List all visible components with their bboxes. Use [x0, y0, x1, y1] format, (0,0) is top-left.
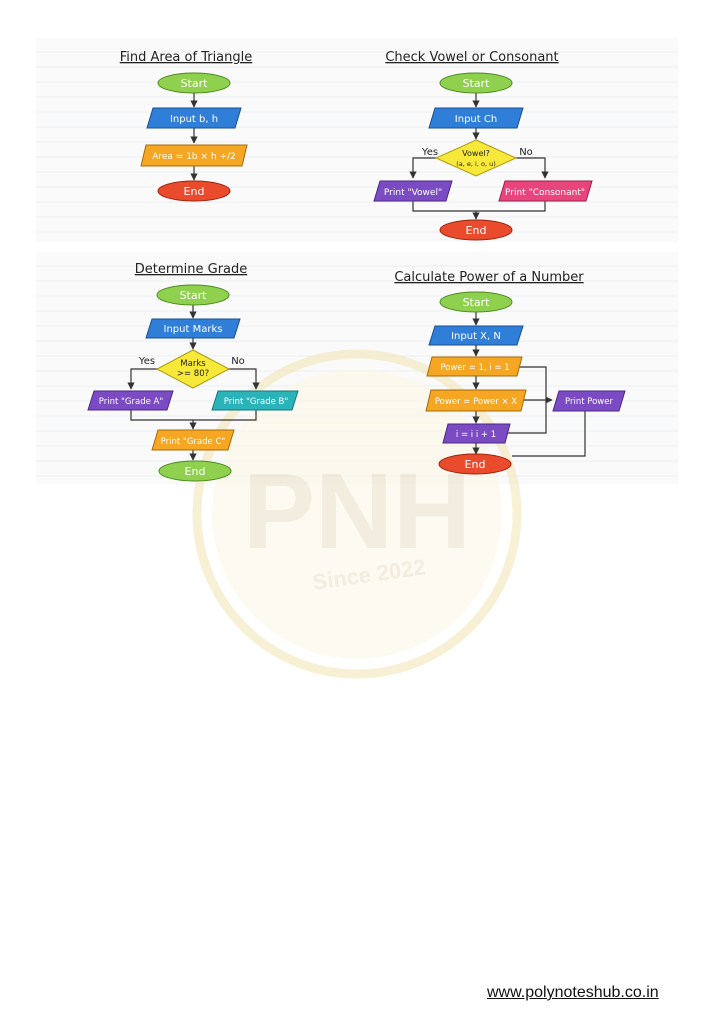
- grade-start-terminal: Start: [156, 284, 230, 306]
- flowchart-power: Calculate Power of a Number Start Input …: [394, 270, 626, 475]
- grade-print-c-box: Print "Grade C": [151, 429, 235, 451]
- power-multiply-label: Power = Power × X: [435, 397, 517, 407]
- vowel-decision-line2: (a, e, i, o, u): [456, 160, 496, 168]
- vowel-start-terminal: Start: [439, 72, 513, 94]
- ruled-panel-top: [36, 38, 678, 242]
- power-print-box: Print Power: [552, 390, 626, 412]
- vowel-no-label: No: [519, 147, 533, 158]
- grade-decision-line1: Marks: [180, 359, 206, 369]
- triangle-end-label: End: [184, 185, 205, 198]
- vowel-input-box: Input Ch: [428, 107, 524, 129]
- grade-end-terminal: End: [158, 460, 232, 482]
- pnh-watermark: PNH Since 2022: [192, 349, 522, 679]
- vowel-print-consonant-box: Print "Consonant": [498, 180, 593, 202]
- vowel-print-consonant-label: Print "Consonant": [505, 188, 585, 198]
- power-print-label: Print Power: [565, 397, 613, 407]
- grade-input-label: Input Marks: [164, 324, 223, 335]
- grade-print-c-label: Print "Grade C": [161, 437, 226, 447]
- grade-title: Determine Grade: [135, 262, 248, 277]
- triangle-start-terminal: Start: [157, 72, 231, 94]
- watermark-logo: PNH: [243, 450, 471, 571]
- triangle-process-label: Area = 1b × h ÷/2: [152, 152, 236, 162]
- triangle-input-label: Input b, h: [170, 114, 218, 125]
- power-init-box: Power = 1, i = 1: [426, 356, 523, 377]
- grade-input-box: Input Marks: [145, 318, 241, 339]
- triangle-end-terminal: End: [157, 180, 231, 202]
- power-init-label: Power = 1, i = 1: [440, 363, 509, 373]
- vowel-input-label: Input Ch: [455, 114, 497, 125]
- vowel-decision-line1: Vowel?: [462, 149, 490, 158]
- grade-decision-line2: >= 80?: [177, 369, 209, 379]
- power-end-label: End: [465, 458, 486, 471]
- power-end-terminal: End: [438, 453, 512, 475]
- vowel-end-label: End: [466, 224, 487, 237]
- flowchart-grade: Determine Grade Yes No Start Input Marks…: [87, 262, 299, 482]
- vowel-end-terminal: End: [439, 219, 513, 241]
- grade-decision-diamond: Marks >= 80?: [155, 349, 231, 389]
- triangle-input-box: Input b, h: [146, 107, 242, 129]
- power-input-label: Input X, N: [451, 331, 501, 342]
- power-input-box: Input X, N: [428, 325, 524, 346]
- vowel-start-label: Start: [463, 77, 491, 90]
- power-increment-label: i = i i + 1: [456, 430, 496, 440]
- vowel-print-vowel-box: Print "Vowel": [373, 180, 453, 202]
- power-title: Calculate Power of a Number: [394, 270, 584, 285]
- grade-no-label: No: [231, 356, 245, 367]
- vowel-decision-diamond: Vowel? (a, e, i, o, u): [434, 139, 518, 177]
- power-increment-box: i = i i + 1: [442, 423, 511, 444]
- grade-start-label: Start: [180, 289, 208, 302]
- flowchart-triangle: Find Area of Triangle Start Input b, h A…: [120, 50, 253, 202]
- grade-yes-label: Yes: [138, 356, 155, 367]
- vowel-yes-label: Yes: [421, 147, 438, 158]
- flowchart-vowel: Check Vowel or Consonant Yes No Start In…: [373, 50, 593, 241]
- grade-print-b-box: Print "Grade B": [211, 390, 299, 411]
- grade-print-a-box: Print "Grade A": [87, 390, 174, 411]
- vowel-title: Check Vowel or Consonant: [385, 50, 558, 65]
- triangle-title: Find Area of Triangle: [120, 50, 253, 65]
- power-multiply-box: Power = Power × X: [425, 389, 527, 412]
- grade-print-b-label: Print "Grade B": [224, 397, 289, 407]
- grade-print-a-label: Print "Grade A": [99, 397, 164, 407]
- grade-end-label: End: [185, 465, 206, 478]
- triangle-process-box: Area = 1b × h ÷/2: [140, 144, 248, 167]
- footer-website-link[interactable]: www.polynoteshub.co.in: [487, 984, 659, 1001]
- triangle-start-label: Start: [181, 77, 209, 90]
- power-start-label: Start: [463, 296, 491, 309]
- power-start-terminal: Start: [439, 291, 513, 313]
- vowel-print-vowel-label: Print "Vowel": [384, 188, 442, 198]
